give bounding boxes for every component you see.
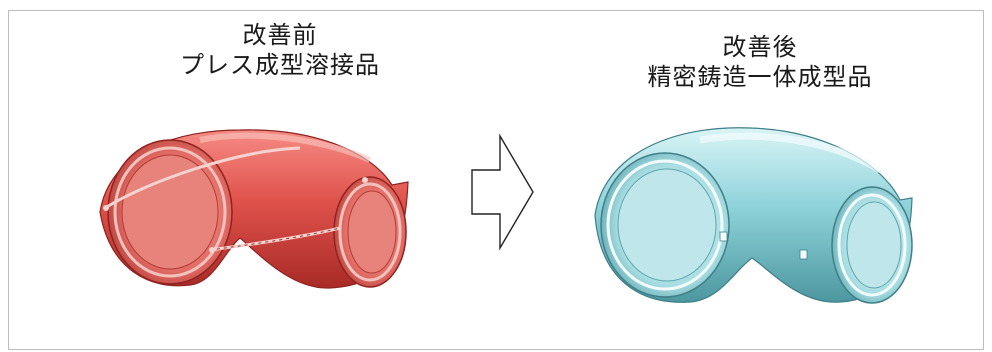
before-subtitle: プレス成型溶接品 [180,51,380,79]
after-title: 改善後 [722,33,798,61]
before-title: 改善前 [242,21,318,49]
after-subtitle: 精密鋳造一体成型品 [647,63,873,91]
before-caption: 改善前 プレス成型溶接品 [120,20,440,80]
after-caption: 改善後 精密鋳造一体成型品 [590,32,930,92]
